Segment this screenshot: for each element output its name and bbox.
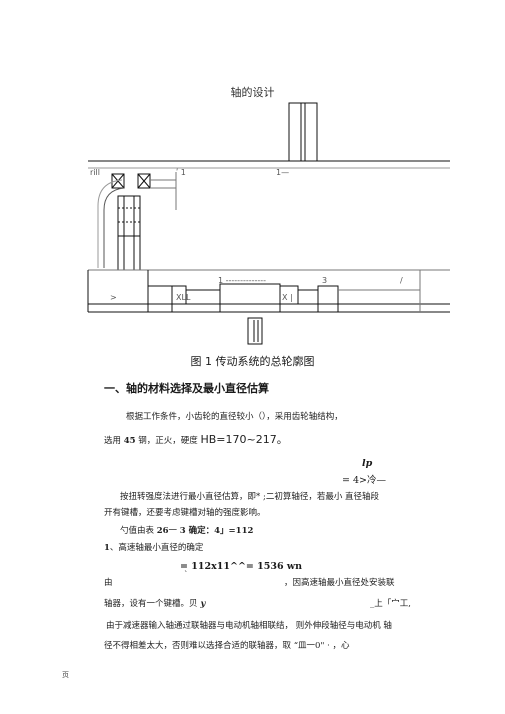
formula-2: = 112x11^^= 1536 wn [180, 561, 303, 572]
paragraph-7-end: _上「宀工, [370, 599, 411, 609]
bearing-top-left [111, 173, 125, 189]
diagram-label-rill: rill [90, 168, 100, 177]
diagram-label-1a: ʹ 1 [176, 167, 186, 177]
bearing-top-right [137, 173, 151, 189]
paragraph-3: 按扭转强度法进行最小直径估算，即* ;二初算轴径，若最小 直径轴段 [120, 492, 380, 502]
section-heading: 一、轴的材料选择及最小直径估算 [104, 382, 269, 395]
paragraph-8: 由于减速器输入轴通过联轴器与电动机轴相联结， 则外伸段轴径与电动机 轴 [106, 621, 392, 631]
diagram-label-bars: XLL [176, 293, 191, 302]
paragraph-6-end: ，因高速轴最小直径处安装联 [284, 578, 395, 588]
top-shaft [288, 102, 318, 162]
figure-caption: 图 1 传动系统的总轮廓图 [190, 355, 315, 368]
gear-center [219, 283, 281, 313]
page-footer: 页 [62, 671, 69, 679]
item-1-heading: 1、高速轴最小直径的确定 [104, 543, 204, 553]
paragraph-1: 根据工作条件，小齿轮的直径较小（），采用齿轮轴结构， [126, 412, 343, 422]
diagram-label-gt: > [110, 293, 117, 302]
paragraph-2: 选用 45 钢，正火，硬度 HB=170~217。 [104, 433, 288, 446]
input-shaft [117, 195, 141, 237]
paragraph-5: 勺值由表 26一 3 确定：4」=112 [120, 526, 254, 536]
paragraph-6-start: 由 [104, 578, 113, 588]
bottom-shaft [247, 317, 263, 345]
paragraph-6-mark: ˋ [184, 570, 189, 580]
paragraph-4: 开有键槽，还要考虑键槽对轴的强度影响。 [104, 508, 266, 518]
diagram-label-3: 3 [322, 276, 327, 285]
paragraph-9: 径不得相差太大，否则难以选择合适的联轴器，取 “皿一0" · ，心 [104, 641, 350, 651]
diagram-label-1b: 1— [276, 168, 289, 177]
formula-main: = 4>冷— [342, 475, 386, 486]
diagram-label-dashes: 1 -------------- [218, 276, 266, 285]
paragraph-7: 轴器，设有一个键槽。贝 y [104, 599, 206, 609]
page-title: 轴的设计 [230, 86, 275, 99]
formula-lp: lp [362, 458, 373, 469]
diagram-label-bars2: X | [282, 293, 293, 302]
diagram-label-slash: / [400, 276, 403, 285]
